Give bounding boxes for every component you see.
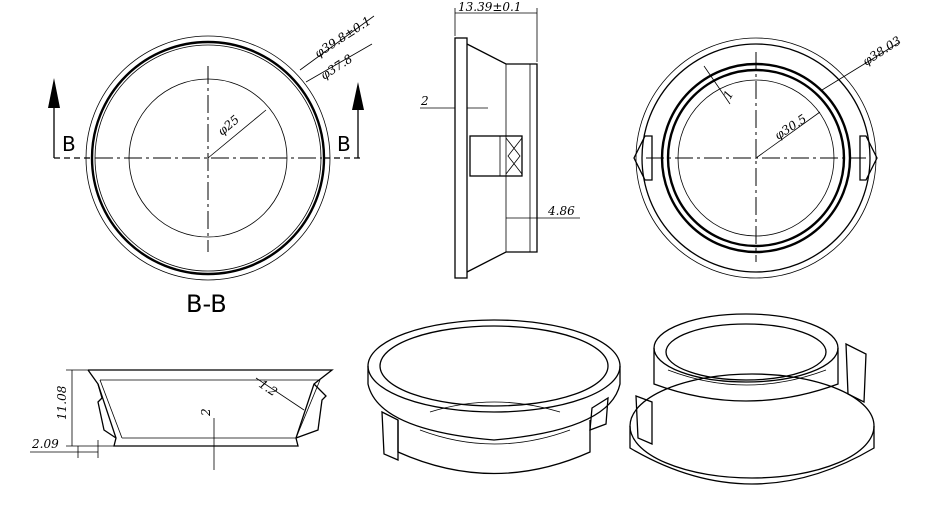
front-view: B B B-B φ39.8±0.1 φ37.8 φ25 (48, 14, 375, 318)
leader-d-outer (299, 15, 375, 71)
section-view: 11.08 2.09 2 1.2 (30, 369, 334, 470)
iso1-floor-edge (429, 401, 561, 413)
iso1-step-line (419, 429, 571, 445)
rear-clip-left (633, 135, 653, 181)
cut-arrow-right-icon (352, 82, 364, 110)
iso1-clip-right (589, 396, 609, 431)
iso2-flange-top (629, 373, 875, 479)
side-body-outline (466, 43, 538, 273)
iso1-inner-rim (379, 325, 609, 407)
dim-rear-inner: φ30.5 (772, 112, 809, 143)
dim-rear-gap: 1 (720, 88, 736, 102)
section-caption: B-B (186, 290, 227, 318)
dim-side-flange: 2 (420, 94, 429, 108)
iso2-lip-edge (667, 369, 827, 386)
leader-sec-radius (255, 377, 305, 411)
leader-rear-outer (821, 41, 901, 91)
section-mark-right: B (337, 132, 351, 156)
iso1-outer-rim (367, 319, 621, 413)
dim-rear-outer: φ38.03 (860, 33, 904, 68)
leader-rear-inner (755, 111, 821, 159)
side-clip-wedge-right (507, 137, 523, 175)
side-view: 13.39±0.1 2 4.86 (420, 0, 580, 279)
side-clip-wedge-left (505, 137, 521, 175)
dim-sec-height: 11.08 (55, 385, 69, 420)
section-cone-right (295, 379, 321, 439)
iso2-flange-side (629, 426, 875, 485)
iso2-clip-right (845, 342, 867, 404)
section-mark-left: B (62, 132, 76, 156)
dim-sec-base: 2.09 (31, 437, 59, 451)
section-outline (87, 369, 334, 447)
rear-view: φ38.03 φ30.5 1 (633, 33, 904, 279)
iso2-clip-left (635, 395, 653, 445)
iso2-top-inner (665, 323, 827, 381)
leader-d-inner (207, 109, 267, 159)
iso1-clip-left (381, 410, 399, 461)
side-flange (454, 37, 468, 279)
leader-d-second (305, 43, 373, 83)
dim-side-width: 13.39±0.1 (458, 0, 522, 14)
dim-side-lip: 4.86 (547, 204, 575, 218)
rear-outer-circle (635, 37, 877, 279)
dim-d-inner: φ25 (215, 112, 242, 138)
rear-clip-right (859, 135, 878, 181)
dim-d-outer: φ39.8±0.1 (312, 14, 374, 61)
leader-rear-gap (703, 65, 731, 105)
section-clip-right (295, 383, 327, 439)
section-clip-left (97, 383, 117, 439)
section-cone-left (99, 379, 123, 439)
cut-arrow-left-icon (48, 78, 60, 108)
rear-flange-circle (641, 43, 871, 273)
iso1-body-side (397, 420, 591, 475)
side-clip-tab (469, 135, 523, 177)
iso-view-rear (629, 313, 875, 485)
dim-sec-floor: 2 (199, 408, 213, 417)
iso1-flange-side (367, 366, 621, 441)
iso-view-front (367, 319, 621, 475)
